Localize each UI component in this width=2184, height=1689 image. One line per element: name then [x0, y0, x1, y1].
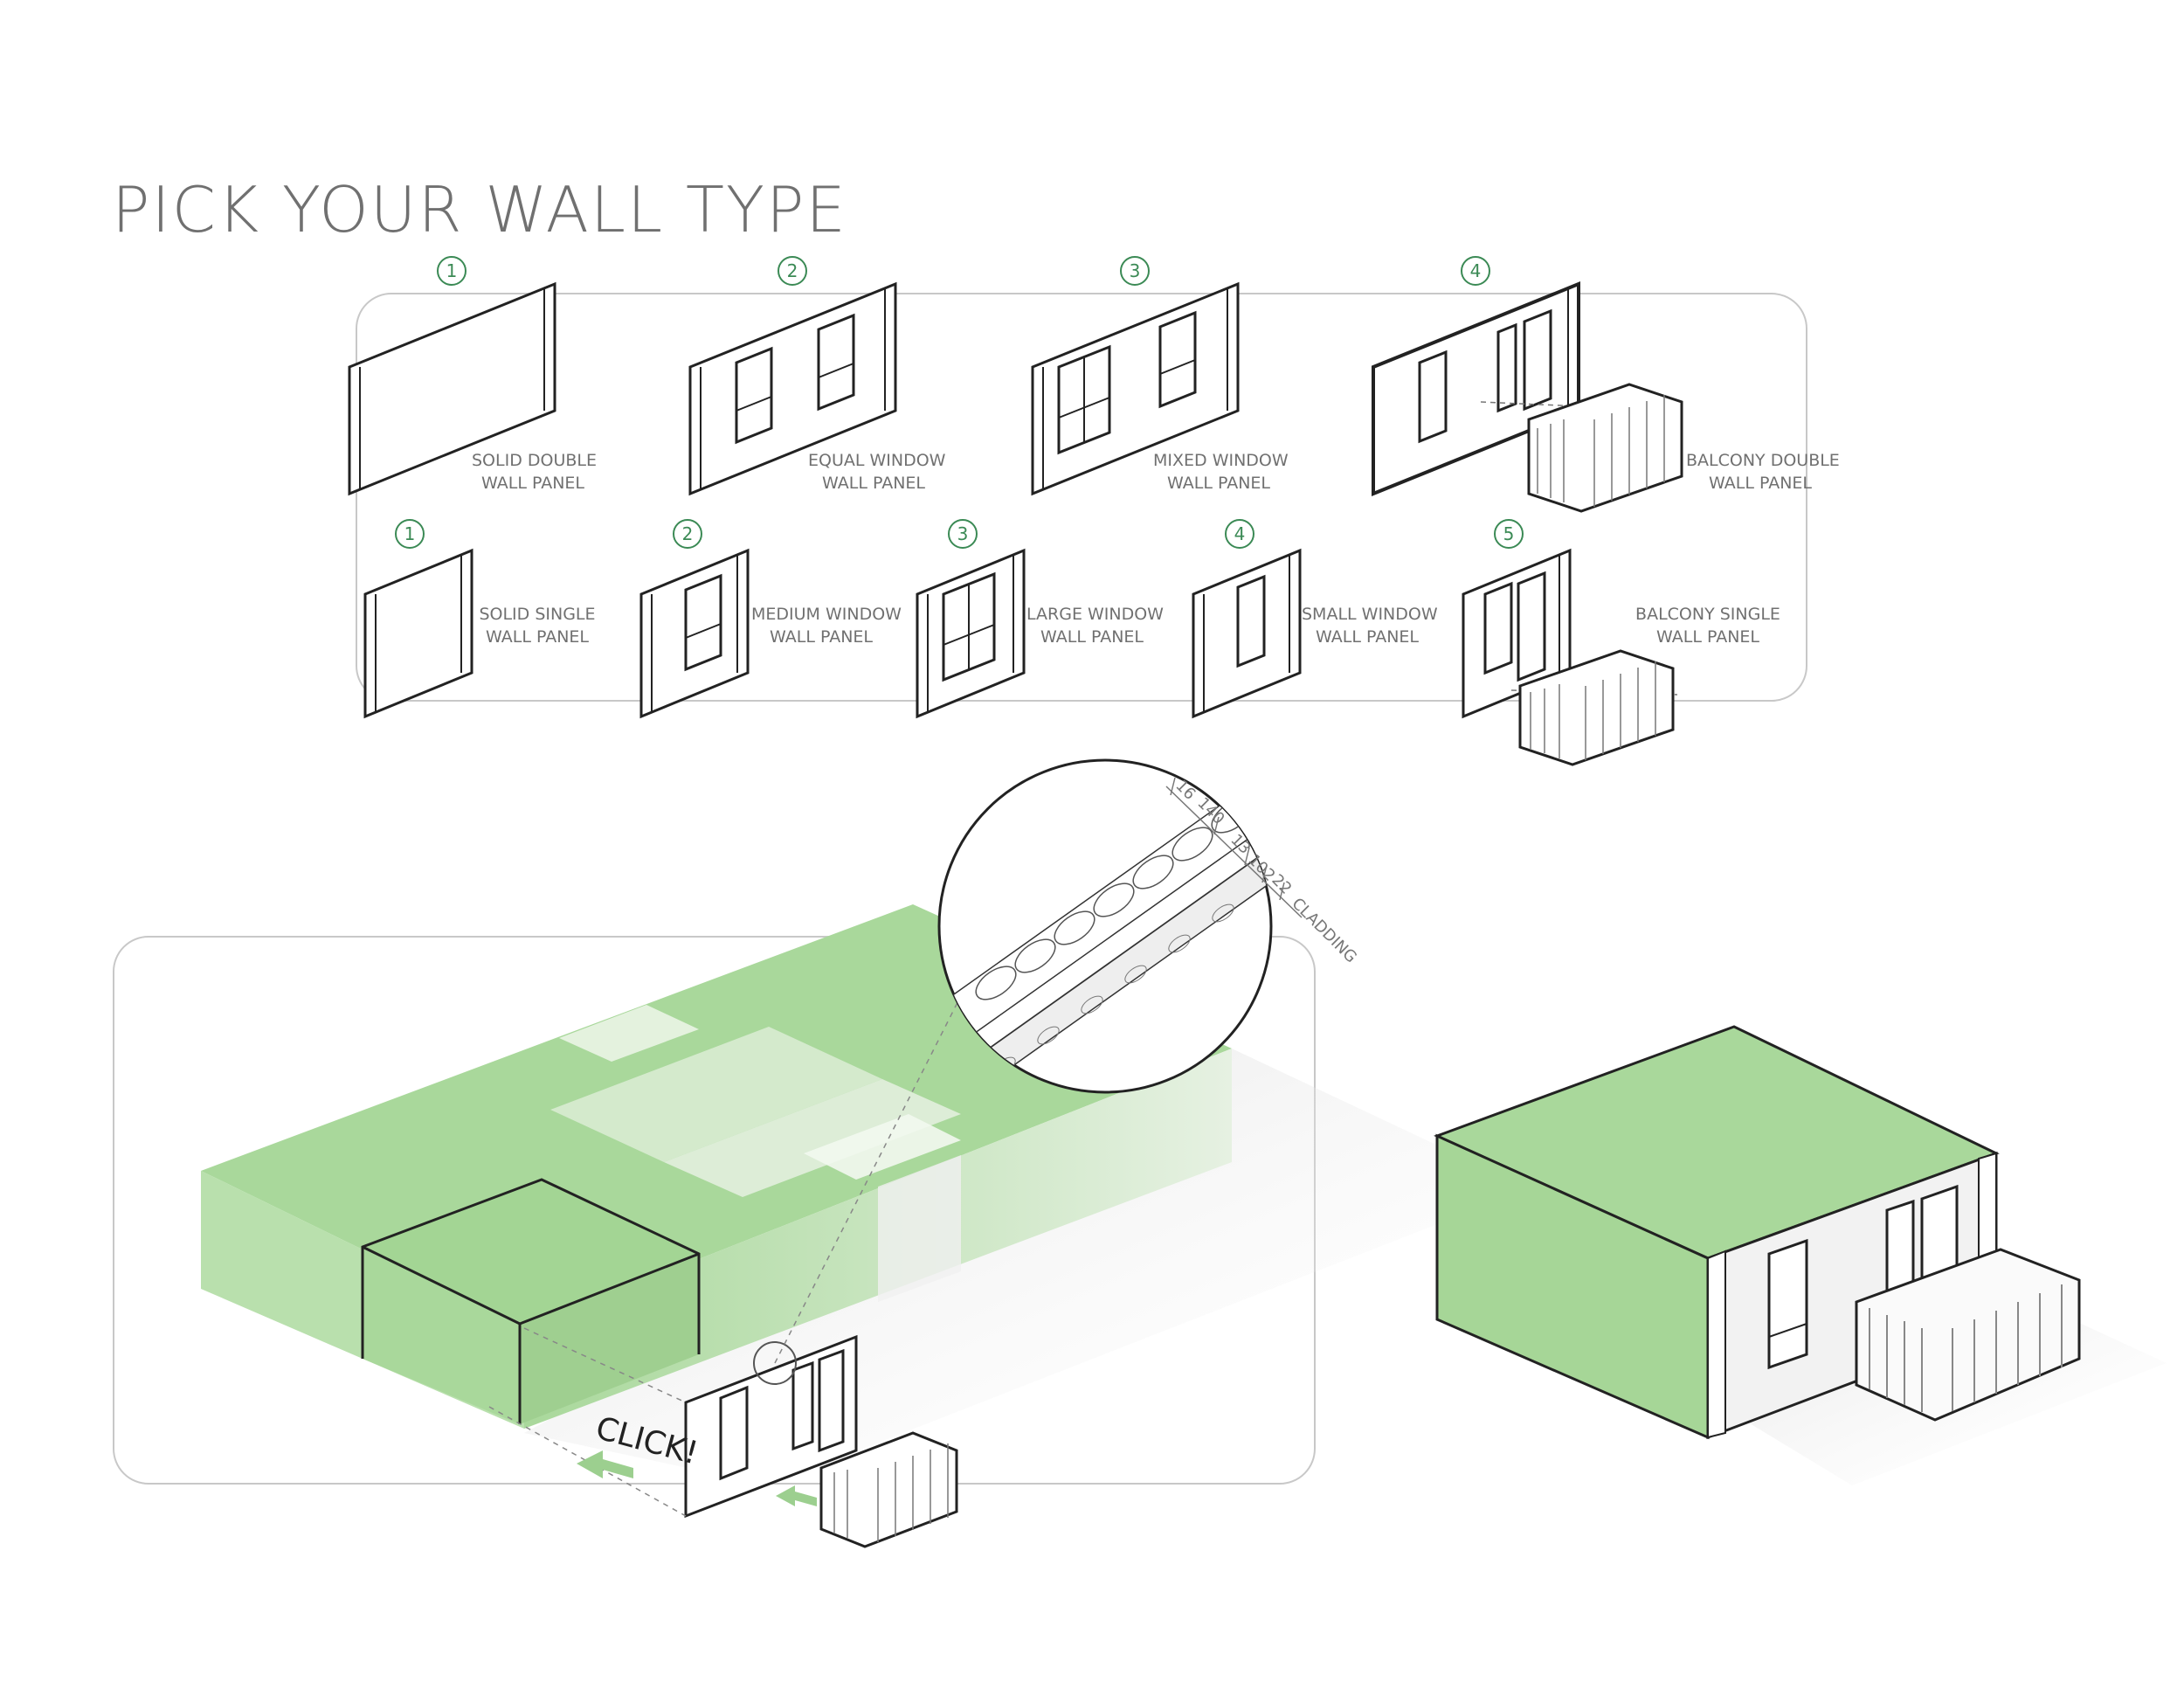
catalog-frame — [356, 293, 1807, 702]
panel-number-double-3: 3 — [1120, 256, 1150, 286]
arrow-icon — [577, 1450, 817, 1506]
mixed-window-wall-panel-drawing[interactable] — [1031, 281, 1240, 496]
medium-window-wall-panel-drawing[interactable] — [639, 548, 750, 719]
guide-lines — [488, 960, 979, 1517]
panel-number-single-4: 4 — [1225, 519, 1254, 549]
solid-double-wall-panel-drawing[interactable] — [348, 281, 556, 496]
cladding-label: CLADDING — [1288, 895, 1360, 967]
solid-single-wall-panel-drawing[interactable] — [363, 548, 473, 719]
balcony-single-wall-panel-drawing[interactable] — [1462, 548, 1678, 766]
panel-number-double-1: 1 — [437, 256, 467, 286]
small-window-wall-panel-drawing[interactable] — [1192, 548, 1302, 719]
page-title: PICK YOUR WALL TYPE — [112, 173, 847, 246]
panel-number-double-2: 2 — [778, 256, 807, 286]
large-window-wall-panel-drawing[interactable] — [916, 548, 1026, 719]
panel-number-single-2: 2 — [673, 519, 702, 549]
assembled-module — [1434, 1025, 2081, 1440]
balcony-double-wall-panel-drawing[interactable] — [1372, 281, 1683, 513]
panel-number-double-4: 4 — [1461, 256, 1490, 286]
panel-number-single-1: 1 — [395, 519, 425, 549]
panel-number-single-5: 5 — [1494, 519, 1524, 549]
panel-number-single-3: 3 — [948, 519, 978, 549]
selected-wall-panel[interactable] — [684, 1334, 958, 1548]
equal-window-wall-panel-drawing[interactable] — [688, 281, 897, 496]
